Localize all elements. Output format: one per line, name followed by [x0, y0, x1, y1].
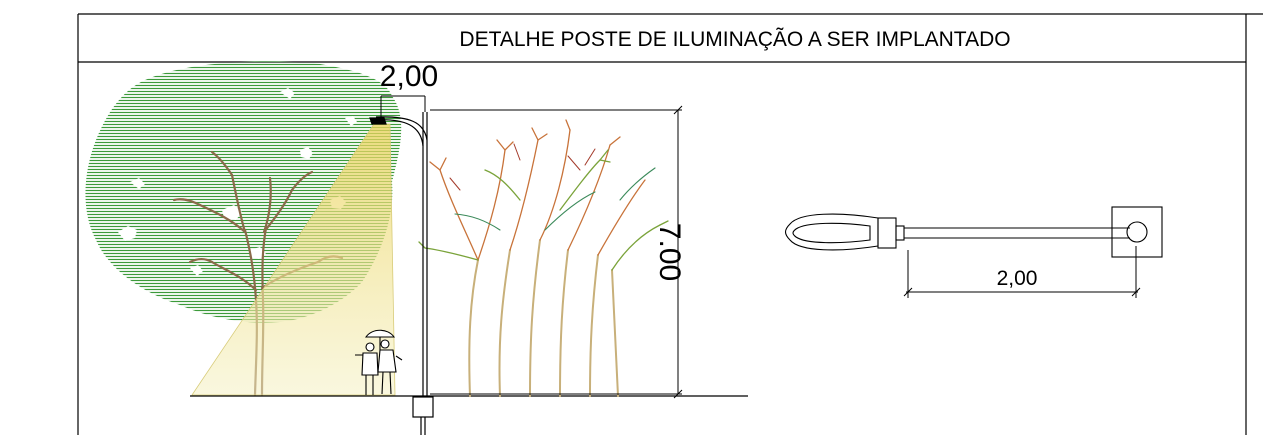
drawing-title: DETALHE POSTE DE ILUMINAÇÃO A SER IMPLAN…	[459, 27, 1010, 51]
plan-pole-base	[1111, 206, 1163, 258]
plan-arm	[904, 227, 1130, 239]
autumn-tree-group	[418, 119, 669, 397]
pole-height-dimension	[430, 105, 683, 399]
elevation-arm-dimension	[380, 95, 426, 118]
plan-arm-length-label: 2,00	[997, 267, 1038, 290]
pedestrians-figure	[355, 329, 403, 395]
elevation-arm-length-label: 2,00	[380, 60, 438, 93]
elevation-view: 2,00 7.00	[85, 60, 748, 435]
light-pole	[369, 112, 434, 435]
plan-arm-dimension	[903, 246, 1141, 298]
pole-height-label: 7.00	[653, 223, 686, 281]
plan-view	[784, 206, 1163, 298]
plan-luminaire-head	[784, 213, 905, 251]
green-tree-trunk	[172, 150, 344, 397]
